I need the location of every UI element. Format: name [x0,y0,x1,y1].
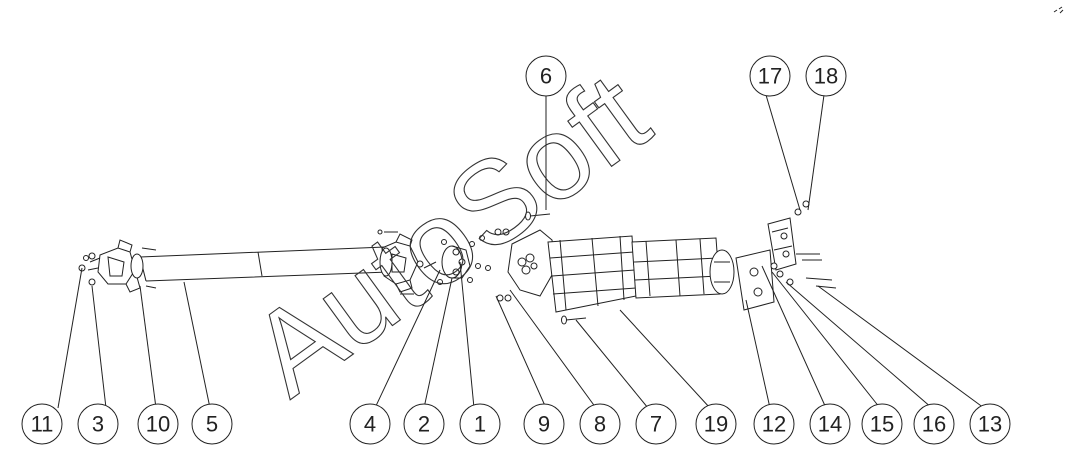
callout-18-label: 18 [814,64,838,89]
callout-2: 2 [403,403,445,445]
callout-15-label: 15 [870,412,894,437]
callout-14-label: 14 [818,412,842,437]
leader-lines [57,94,985,409]
callout-9-label: 9 [538,412,550,437]
callout-10: 10 [137,403,179,445]
callout-11-label: 11 [31,412,54,437]
callout-7: 7 [635,403,677,445]
callout-19-label: 19 [704,412,728,437]
callout-8-label: 8 [594,412,606,437]
callout-13: 13 [969,403,1011,445]
universal-joint-left [78,239,157,293]
callout-1-label: 1 [474,412,486,437]
callout-6-label: 6 [540,64,552,89]
callout-17: 17 [749,55,791,97]
callout-17-label: 17 [758,64,782,89]
universal-joint-right [377,229,424,295]
callout-5: 5 [191,403,233,445]
callout-4: 4 [349,403,391,445]
callout-10-label: 10 [146,412,170,437]
callout-1: 1 [459,403,501,445]
callout-2-label: 2 [418,412,430,437]
coupling-flange [423,239,491,285]
callout-12-label: 12 [762,412,786,437]
mount-bracket [735,200,837,311]
callout-15: 15 [861,403,903,445]
callout-7-label: 7 [650,412,662,437]
callout-5-label: 5 [206,412,218,437]
callout-8: 8 [579,403,621,445]
callout-16-label: 16 [922,412,946,437]
watermark-text: AutoSoft [228,48,672,421]
callout-3: 3 [77,403,119,445]
watermark: AutoSoft [227,48,672,422]
callout-6: 6 [525,55,567,97]
callout-18: 18 [805,55,847,97]
callout-3-label: 3 [92,412,104,437]
callout-12: 12 [753,403,795,445]
motor-gearbox [479,211,735,325]
callout-11: 11 [21,403,63,445]
callout-9: 9 [523,403,565,445]
callout-19: 19 [695,403,737,445]
corner-mark [1053,6,1064,14]
callout-16: 16 [913,403,955,445]
callout-13-label: 13 [978,412,1002,437]
callout-4-label: 4 [364,412,376,437]
callout-14: 14 [809,403,851,445]
